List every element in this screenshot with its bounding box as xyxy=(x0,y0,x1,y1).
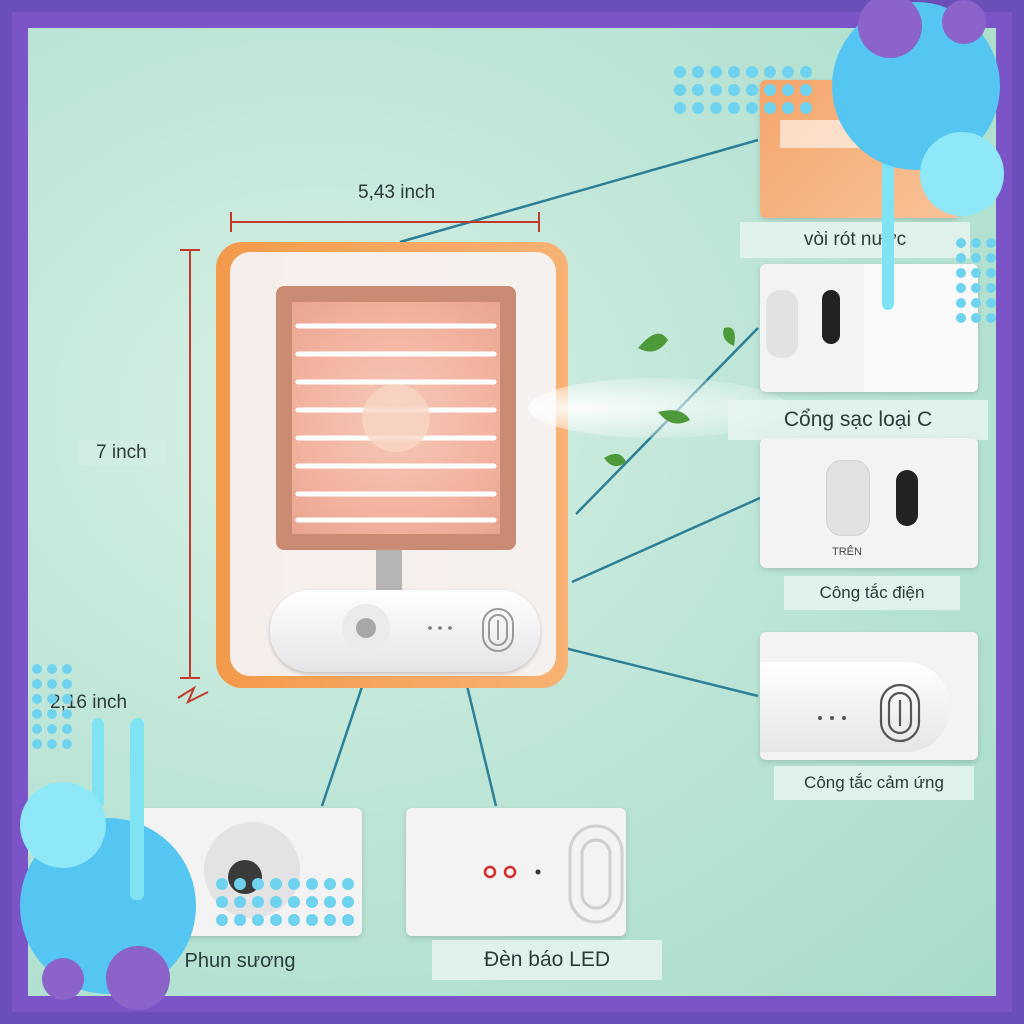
water-spout-caption: vòi rót nước xyxy=(740,222,970,258)
leaf-icon xyxy=(658,410,690,424)
switch-mark-label: TRÊN xyxy=(832,546,862,558)
decor-circle-small-top xyxy=(920,132,1004,216)
decor-circle-purple-top-2 xyxy=(942,0,986,44)
fingerprint-touch-icon xyxy=(482,608,514,652)
mist-nozzle-caption: Phun sương xyxy=(184,950,296,972)
decor-circle-purple-bottom-2 xyxy=(106,946,170,1010)
leader-line-spout xyxy=(399,138,759,244)
fingerprint-touch-icon xyxy=(879,683,921,743)
decor-bar-left xyxy=(92,718,104,808)
decor-circle-small-bottom xyxy=(20,782,106,868)
width-label: 5,43 inch xyxy=(358,182,436,203)
fan-device xyxy=(216,242,568,688)
usb-c-port-icon xyxy=(896,470,918,526)
dimension-lines xyxy=(177,212,540,705)
touch-switch-photo xyxy=(760,632,978,760)
leaf-icon xyxy=(604,453,626,467)
leaves xyxy=(604,327,735,467)
led-dot-icon xyxy=(818,716,846,720)
fan-grille xyxy=(295,323,497,523)
leader-line-power xyxy=(571,496,761,584)
height-label: 7 inch xyxy=(78,440,165,466)
slide-switch-icon xyxy=(826,460,870,536)
decor-dots-top xyxy=(674,66,812,114)
led-indicator-caption: Đèn báo LED xyxy=(432,940,662,980)
leaf-icon xyxy=(638,333,668,352)
decor-circle-purple-bottom xyxy=(42,958,84,1000)
decor-dots-right xyxy=(956,238,996,323)
usb-c-port-caption: Cổng sạc loại C xyxy=(728,400,988,440)
usb-c-port-icon xyxy=(822,290,840,344)
decor-circle-purple-top xyxy=(858,0,922,58)
fan-grille-frame xyxy=(276,286,516,550)
mist-nozzle-icon xyxy=(342,604,390,652)
power-switch-caption: Công tắc điện xyxy=(784,576,960,610)
led-dot-icon xyxy=(483,865,541,879)
usb-c-port-photo xyxy=(760,264,978,392)
touch-switch-caption: Công tắc cảm ứng xyxy=(774,766,974,800)
decor-dots-left xyxy=(32,664,72,749)
led-dot-icon xyxy=(428,626,452,630)
fan-base xyxy=(270,590,540,672)
decor-bar-bottom xyxy=(130,720,144,900)
power-switch-photo: TRÊN xyxy=(760,438,978,568)
fingerprint-touch-icon xyxy=(568,824,624,924)
decor-dots-bottom xyxy=(216,878,354,926)
led-indicator-photo xyxy=(406,808,626,936)
slide-switch-icon xyxy=(766,290,798,358)
leaf-icon xyxy=(723,327,735,346)
